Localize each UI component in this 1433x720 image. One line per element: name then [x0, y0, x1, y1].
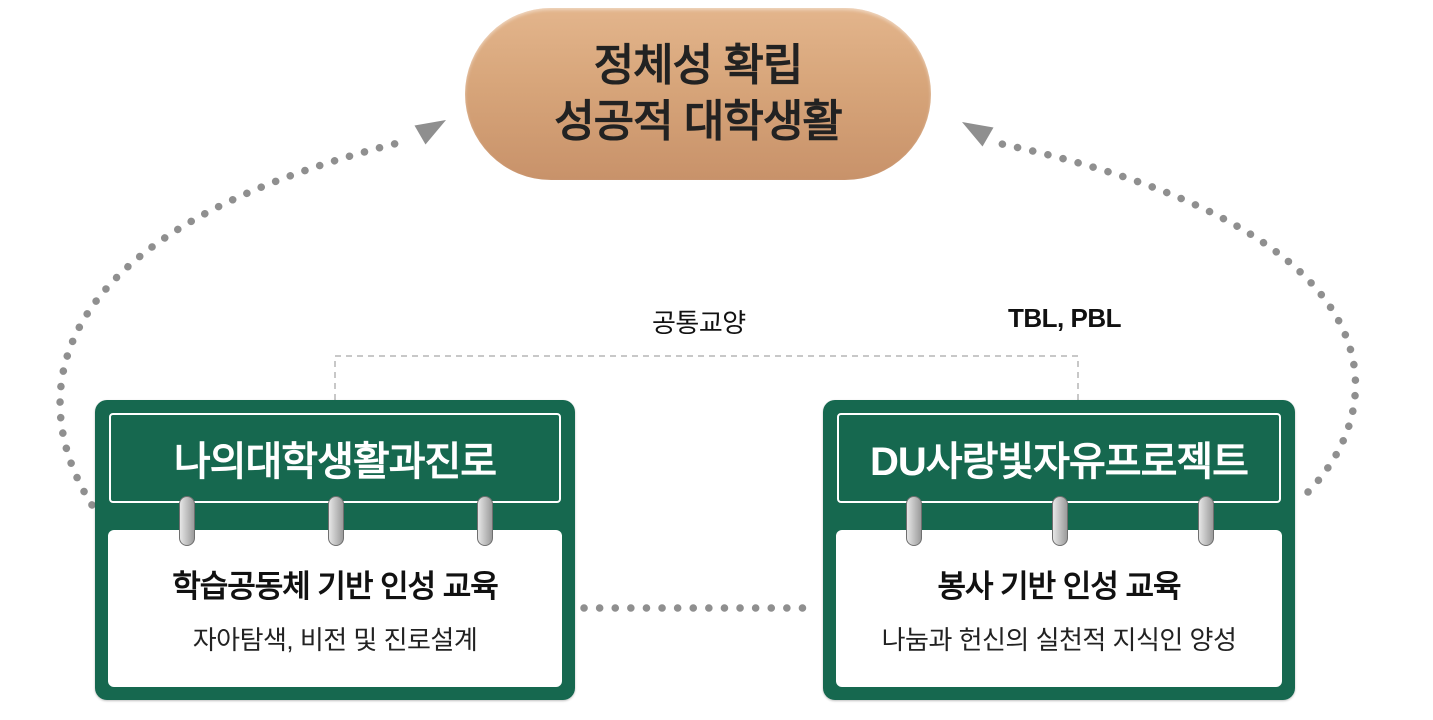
binder-ring-icon	[328, 496, 344, 546]
card-right-body-sub: 나눔과 헌신의 실천적 지식인 양성	[881, 624, 1237, 655]
card-right-body-title: 봉사 기반 인성 교육	[937, 568, 1182, 604]
label-tbl-pbl: TBL, PBL	[1008, 303, 1122, 333]
binder-ring-icon	[179, 496, 196, 546]
card-left-title: 나의대학생활과진로	[173, 440, 497, 484]
label-common-liberal-arts: 공통교양	[652, 308, 746, 338]
binder-ring-icon	[476, 496, 493, 546]
arrowhead-left-icon	[414, 120, 446, 145]
binder-ring-icon	[905, 496, 922, 546]
card-left-course: 나의대학생활과진로 학습공동체 기반 인성 교육 자아탐색, 비전 및 진로설계	[95, 400, 575, 700]
goal-line-2: 성공적 대학생활	[554, 97, 843, 146]
dashed-bracket-line	[334, 355, 1079, 400]
card-left-body-sub: 자아탐색, 비전 및 진로설계	[192, 624, 478, 655]
card-right-title: DU사랑빛자유프로젝트	[870, 440, 1249, 484]
card-left-body: 학습공동체 기반 인성 교육 자아탐색, 비전 및 진로설계	[108, 530, 562, 687]
card-right-body: 봉사 기반 인성 교육 나눔과 헌신의 실천적 지식인 양성	[836, 530, 1282, 687]
card-right-course: DU사랑빛자유프로젝트 봉사 기반 인성 교육 나눔과 헌신의 실천적 지식인 …	[823, 400, 1295, 700]
card-left-header: 나의대학생활과진로	[109, 413, 561, 503]
card-left-body-title: 학습공동체 기반 인성 교육	[172, 568, 499, 604]
binder-ring-icon	[1198, 496, 1215, 546]
goal-pill: 정체성 확립 성공적 대학생활	[465, 8, 931, 180]
arrowhead-right-icon	[962, 122, 994, 147]
binder-ring-icon	[1052, 496, 1068, 546]
goal-line-1: 정체성 확립	[593, 41, 804, 91]
card-right-header: DU사랑빛자유프로젝트	[837, 413, 1281, 503]
